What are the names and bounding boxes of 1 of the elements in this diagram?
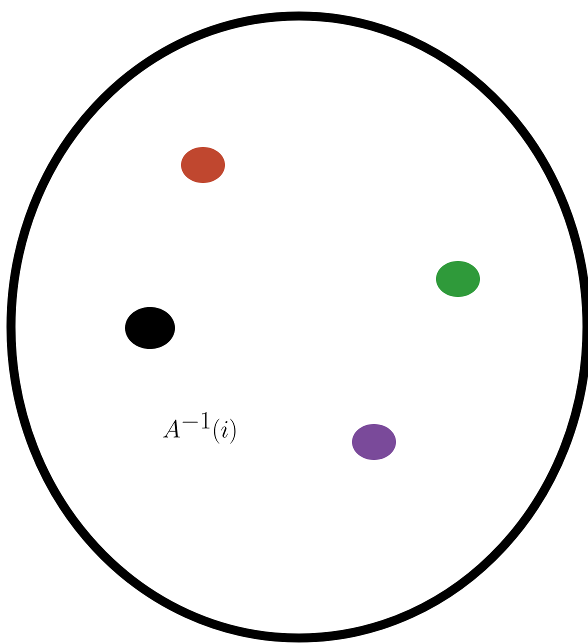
formula-label: $A^{-1}(i)$ (163, 412, 236, 444)
